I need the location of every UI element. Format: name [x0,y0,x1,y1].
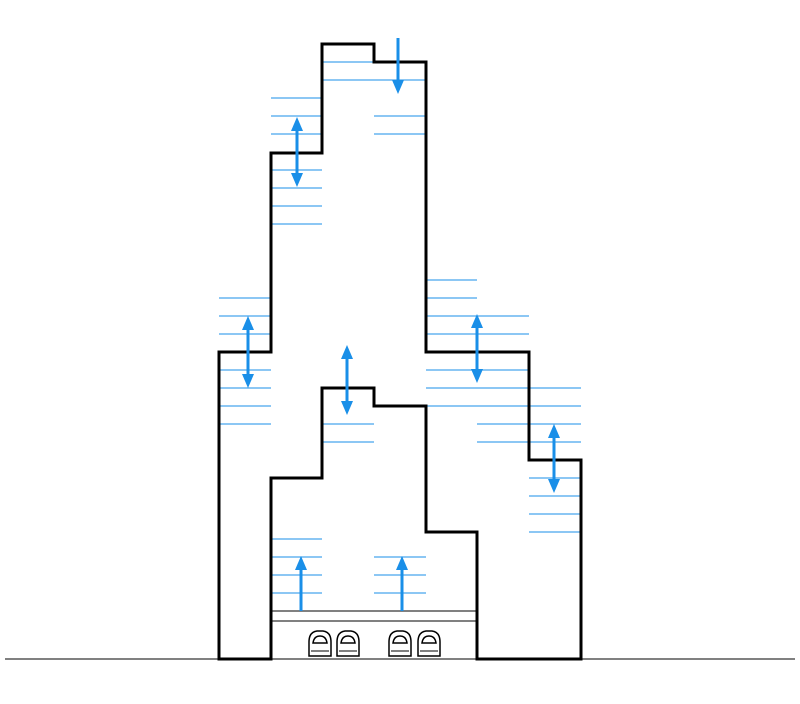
up-arrow-icon [396,556,408,611]
air-flow-lines [219,61,581,594]
double-arrow-icon [548,424,560,493]
car-icon [388,630,412,657]
car-windshield [421,635,437,644]
down-arrow-icon [471,369,483,383]
air-flow-arrows [242,38,560,611]
double-arrow-icon [341,345,353,415]
down-arrow-icon [341,401,353,415]
building-outline [217,42,583,661]
car-icon [417,630,441,657]
double-arrow-icon [291,117,303,187]
up-arrow-icon [341,345,353,359]
car-windshield [340,635,356,644]
down-arrow-icon [242,374,254,388]
down-arrow-icon [291,173,303,187]
up-arrow-icon [396,556,408,570]
up-arrow-icon [242,316,254,330]
car-windshield [312,635,328,644]
up-arrow-icon [295,556,307,570]
up-arrow-icon [548,424,560,438]
double-arrow-icon [242,316,254,388]
car-icon [336,630,360,657]
down-arrow-icon [392,80,404,94]
car-windshield [392,635,408,644]
car-icon [308,630,332,657]
up-arrow-icon [471,314,483,328]
down-arrow-icon [392,38,404,94]
up-arrow-icon [295,556,307,611]
down-arrow-icon [548,479,560,493]
up-arrow-icon [291,117,303,131]
double-arrow-icon [471,314,483,383]
parked-cars [308,630,441,657]
